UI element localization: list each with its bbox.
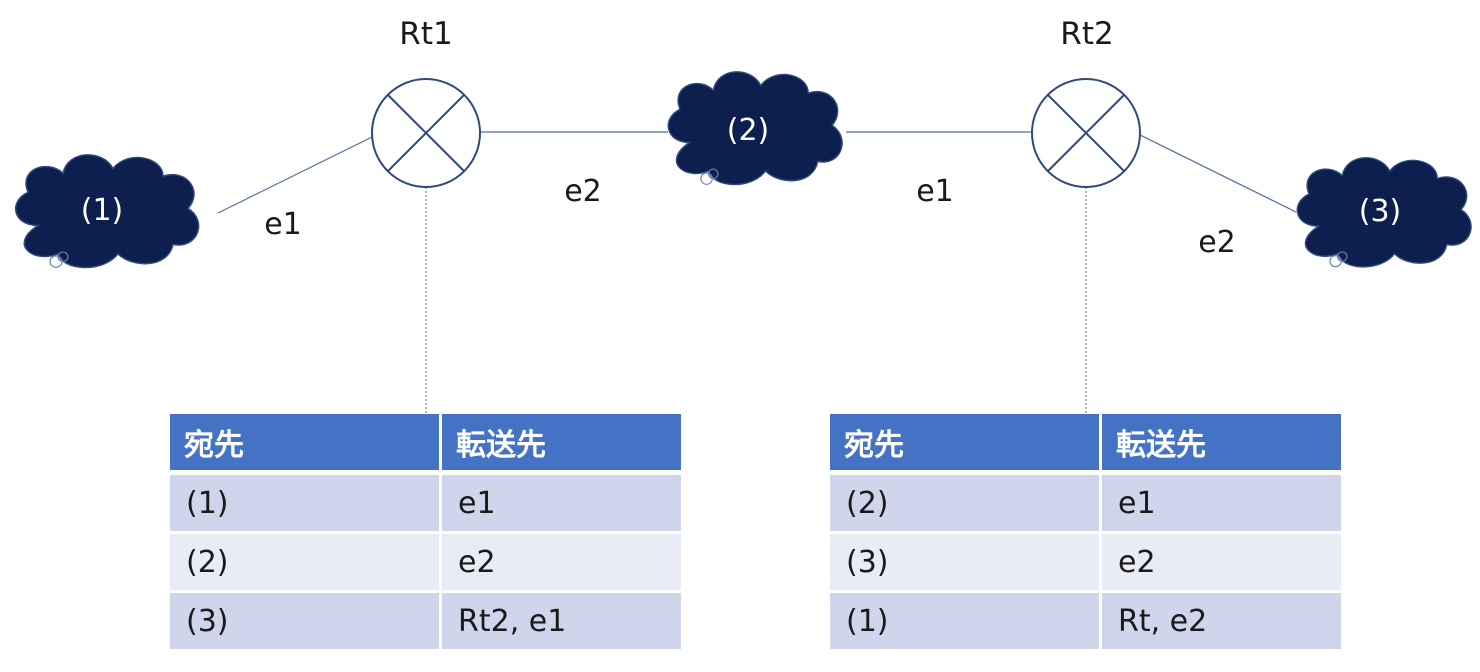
routing-table-rt1: 宛先 転送先 (1) e1 (2) e2 (3) Rt2, e1 — [170, 414, 681, 652]
table-row: (2) e2 — [170, 534, 681, 593]
cell-destination: (1) — [830, 593, 1102, 652]
routing-table-rt2: 宛先 転送先 (2) e1 (3) e2 (1) Rt, e2 — [830, 414, 1341, 652]
interface-rt2-e1: e1 — [916, 174, 954, 209]
table-row: (3) e2 — [830, 534, 1341, 593]
link-rt2-net3 — [1139, 134, 1297, 213]
header-next-hop: 転送先 — [1102, 414, 1341, 475]
interface-rt2-e2: e2 — [1198, 225, 1236, 260]
cell-destination: (2) — [830, 475, 1102, 534]
cell-destination: (1) — [170, 475, 442, 534]
header-next-hop: 転送先 — [442, 414, 681, 475]
table-row: (2) e1 — [830, 475, 1341, 534]
link-net1-rt1 — [217, 136, 373, 214]
router-rt2-name: Rt2 — [1060, 16, 1113, 52]
cell-destination: (3) — [830, 534, 1102, 593]
cell-destination: (2) — [170, 534, 442, 593]
table-row: (3) Rt2, e1 — [170, 593, 681, 652]
header-destination: 宛先 — [170, 414, 442, 475]
table-row: (1) Rt, e2 — [830, 593, 1341, 652]
router-rt1-name: Rt1 — [399, 16, 452, 52]
router-rt1 — [371, 78, 481, 188]
table-header-row: 宛先 転送先 — [170, 414, 681, 475]
network-3-label: (3) — [1359, 194, 1402, 229]
cloud-network-2 — [667, 71, 843, 186]
interface-rt1-e1: e1 — [264, 207, 302, 242]
cell-destination: (3) — [170, 593, 442, 652]
cell-next-hop: e1 — [1102, 475, 1341, 534]
interface-rt1-e2: e2 — [564, 174, 602, 209]
cell-next-hop: Rt, e2 — [1102, 593, 1341, 652]
router-rt2 — [1031, 78, 1141, 188]
network-1-label: (1) — [81, 193, 124, 228]
cloud-network-3 — [1296, 157, 1472, 268]
table-row: (1) e1 — [170, 475, 681, 534]
cell-next-hop: Rt2, e1 — [442, 593, 681, 652]
cell-next-hop: e2 — [442, 534, 681, 593]
header-destination: 宛先 — [830, 414, 1102, 475]
cell-next-hop: e2 — [1102, 534, 1341, 593]
table-header-row: 宛先 転送先 — [830, 414, 1341, 475]
cell-next-hop: e1 — [442, 475, 681, 534]
network-2-label: (2) — [727, 113, 770, 148]
cloud-network-1 — [14, 154, 200, 269]
